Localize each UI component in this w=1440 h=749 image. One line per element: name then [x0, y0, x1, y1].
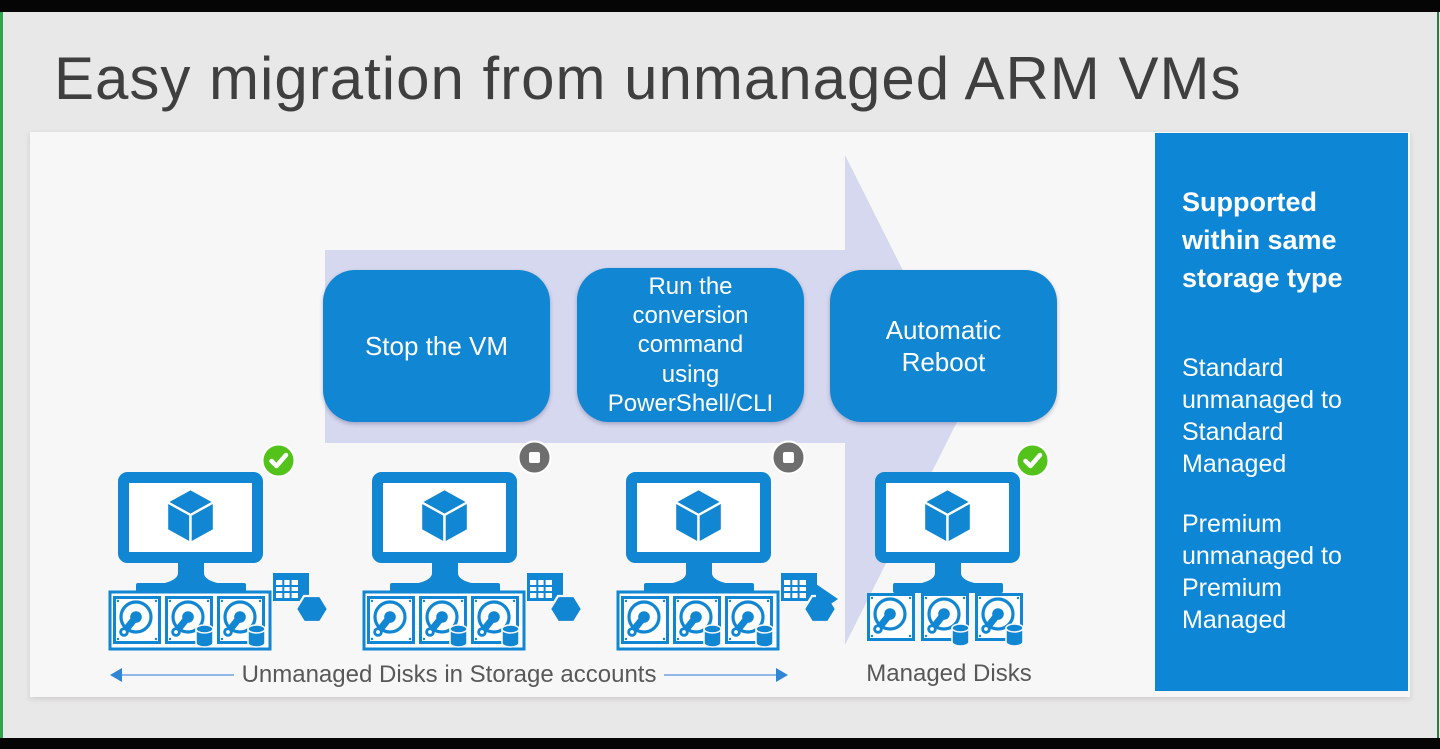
vm-3-group	[618, 478, 838, 650]
supported-storage-sidebar: Supported within same storage type Stand…	[1155, 133, 1408, 691]
step-label: Stop the VM	[364, 330, 509, 361]
step-automatic-reboot: Automatic Reboot	[830, 270, 1057, 422]
sidebar-heading: Supported within same storage type	[1182, 187, 1343, 293]
span-line	[122, 674, 234, 676]
letterbox-top	[0, 0, 1440, 12]
vm-1-status-check-icon	[261, 443, 296, 478]
unmanaged-caption: Unmanaged Disks in Storage accounts	[241, 661, 657, 688]
frame-edge-right	[1437, 12, 1439, 738]
letterbox-bottom	[0, 738, 1440, 749]
step-run-conversion: Run the conversion command using PowerSh…	[577, 268, 804, 422]
slide-title: Easy migration from unmanaged ARM VMs	[54, 45, 1242, 112]
vm-4-status-check-icon	[1015, 443, 1050, 478]
left-arrowhead-icon	[110, 668, 122, 682]
right-arrowhead-icon	[776, 668, 789, 682]
span-line	[664, 674, 777, 676]
vm-3-status-stopped-icon	[771, 440, 806, 475]
unmanaged-span: Unmanaged Disks in Storage accounts	[110, 661, 789, 688]
managed-caption: Managed Disks	[866, 660, 1032, 687]
sidebar-item-premium: Premium unmanaged to Premium Managed	[1182, 510, 1342, 634]
vm-2-group	[364, 478, 584, 650]
vm-4-group	[869, 478, 1024, 647]
frame-edge-left	[0, 12, 3, 738]
vm-2-status-stopped-icon	[517, 440, 552, 475]
sidebar-item-standard: Standard unmanaged to Standard Managed	[1182, 354, 1342, 478]
vm-1-group	[110, 478, 330, 650]
step-label: Run the conversion command using PowerSh…	[607, 272, 774, 417]
step-label: Automatic Reboot	[885, 314, 1002, 378]
step-stop-vm: Stop the VM	[323, 270, 550, 422]
convert-arrow-icon	[816, 584, 838, 614]
